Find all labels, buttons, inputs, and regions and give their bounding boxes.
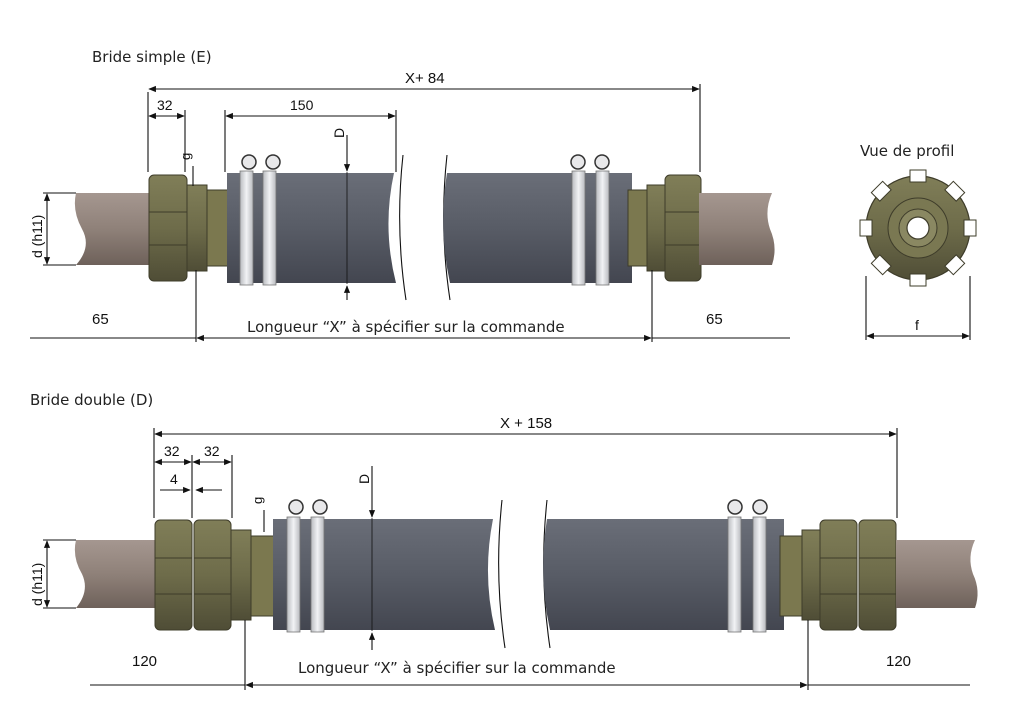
clamp-screw [265,154,281,170]
left-pipe [74,193,158,265]
right-flange-collar [646,184,668,272]
length-note: Longueur “X” à spécifier sur la commande [298,659,616,677]
profile-view-title: Vue de profil [860,142,954,160]
right-pipe [699,193,775,265]
hose-clamp [595,170,610,286]
profile-view: Vue de profil f [859,142,977,340]
hose-section-left [273,519,495,630]
right-length-label: 120 [886,653,911,670]
left-length-label: 65 [92,311,109,328]
length-note: Longueur “X” à spécifier sur la commande [247,318,565,336]
clamp-screw [594,154,610,170]
hose-diameter-label: D [356,474,372,484]
hose-diameter-label: D [331,128,347,138]
hose-clamp [310,516,325,633]
hose-section-right [543,519,784,630]
left-flange-nut-outer [154,519,193,631]
hose-clamp [239,170,254,286]
right-flange-nut-inner [819,519,858,631]
right-length-label: 65 [706,311,723,328]
gap-label: g [178,153,193,160]
hose-clamp [286,516,301,633]
pipe-diameter-label: d (h11) [29,215,45,258]
hose-clamp [262,170,277,286]
clamp-screw [241,154,257,170]
left-flange-nut-inner [193,519,232,631]
pipe-diameter-label: d (h11) [29,563,45,606]
double-flange-view: Bride double (D) X + [29,391,978,690]
clamp-screw [570,154,586,170]
profile-width-label: f [915,317,919,333]
single-flange-title: Bride simple (E) [92,48,212,66]
left-length-label: 120 [132,653,157,670]
single-flange-view: Bride simple (E) [29,48,790,342]
section-length-label: 150 [290,97,314,113]
gap-label: g [250,497,265,504]
right-flange-nut-outer [858,519,897,631]
left-pipe [74,540,160,608]
left-flange-nut [148,174,188,282]
double-flange-title: Bride double (D) [30,391,153,409]
clamp-screw [727,499,743,515]
clamp-screw [288,499,304,515]
flange-width-2-label: 32 [204,443,220,459]
left-hose-tail [206,189,230,267]
clamp-screw [752,499,768,515]
spacing-label: 4 [170,471,178,487]
hose-clamp [571,170,586,286]
right-flange-nut [664,174,702,282]
overall-length-label: X+ 84 [405,70,445,87]
right-pipe [896,540,978,608]
flange-width-1-label: 32 [164,443,180,459]
left-flange-collar [186,184,208,272]
hose-clamp [752,516,767,633]
flange-width-label: 32 [157,97,173,113]
clamp-screw [312,499,328,515]
hose-clamp [727,516,742,633]
overall-length-label: X + 158 [500,415,552,432]
